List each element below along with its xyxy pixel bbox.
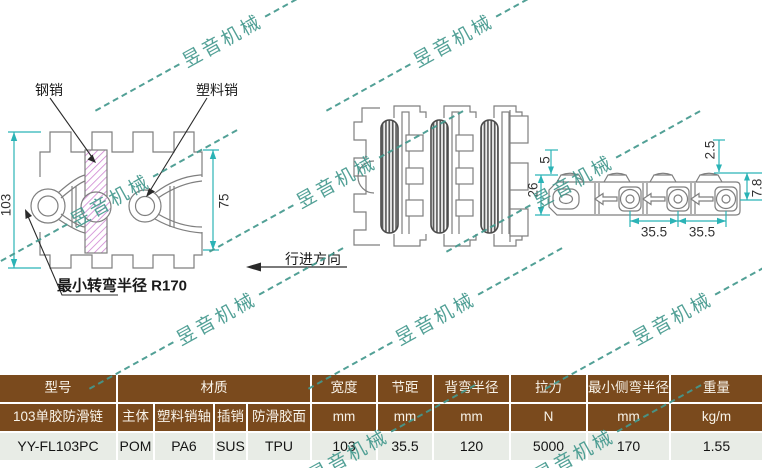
value-rubber-face: TPU [246, 431, 312, 460]
value-width: 103 [310, 431, 378, 460]
col-header-material: 材质 [116, 375, 312, 404]
col-header-weight: 重量 [669, 375, 762, 404]
data-row: YY-FL103PC POM PA6 SUS TPU 103 35.5 120 … [0, 431, 762, 460]
dim-label-103: 103 [0, 193, 14, 217]
unit-sidebend: mm [586, 402, 671, 433]
dim-label-26: 26 [525, 182, 541, 198]
col-header-min-sidebend-radius: 最小侧弯半径 [586, 375, 671, 404]
unit-width: mm [310, 402, 378, 433]
subheader-rubber-face: 防滑胶面 [246, 402, 312, 433]
unit-pitch: mm [376, 402, 434, 433]
col-header-backbend-radius: 背弯半径 [432, 375, 511, 404]
value-model: YY-FL103PC [0, 431, 118, 460]
travel-direction-label: 行进方向 [285, 251, 341, 267]
header-row-2: 103单胶防滑链 主体 塑料销轴 插销 防滑胶面 mm mm mm N mm k… [0, 402, 762, 433]
min-turn-radius-label: 最小转弯半径 R170 [56, 277, 188, 295]
value-weight: 1.55 [669, 431, 762, 460]
unit-tension: N [509, 402, 588, 433]
value-sidebend: 170 [586, 431, 671, 460]
dim-label-7-8: 7.8 [749, 178, 762, 198]
dim-label-pitch-left: 35.5 [640, 224, 668, 240]
dim-label-2-5: 2.5 [702, 140, 718, 160]
elevation-view-drawing [535, 139, 762, 227]
plastic-pin-label: 塑料销 [196, 82, 238, 98]
dim-label-5: 5 [537, 156, 553, 164]
spec-table: 型号 材质 宽度 节距 背弯半径 拉力 最小侧弯半径 重量 103单胶防滑链 主… [0, 375, 762, 460]
col-header-model: 型号 [0, 375, 118, 404]
dim-label-pitch-right: 35.5 [688, 224, 716, 240]
col-header-width: 宽度 [310, 375, 378, 404]
value-tension: 5000 [509, 431, 588, 460]
col-header-pitch: 节距 [376, 375, 434, 404]
side-view-drawing [8, 97, 219, 296]
unit-weight: kg/m [669, 402, 762, 433]
dim-label-75: 75 [216, 193, 232, 209]
steel-pin-label: 钢销 [35, 82, 63, 98]
value-backbend: 120 [432, 431, 511, 460]
subheader-body: 主体 [116, 402, 155, 433]
value-pin-shaft: PA6 [153, 431, 215, 460]
value-body: POM [116, 431, 155, 460]
technical-drawings [8, 97, 762, 296]
subheader-pin-shaft: 塑料销轴 [153, 402, 215, 433]
header-row-1: 型号 材质 宽度 节距 背弯半径 拉力 最小侧弯半径 重量 [0, 375, 762, 404]
value-latch-pin: SUS [213, 431, 248, 460]
value-pitch: 35.5 [376, 431, 434, 460]
top-view-drawing [246, 105, 529, 272]
product-name-cell: 103单胶防滑链 [0, 402, 118, 433]
col-header-tension: 拉力 [509, 375, 588, 404]
subheader-latch-pin: 插销 [213, 402, 248, 433]
unit-backbend: mm [432, 402, 511, 433]
